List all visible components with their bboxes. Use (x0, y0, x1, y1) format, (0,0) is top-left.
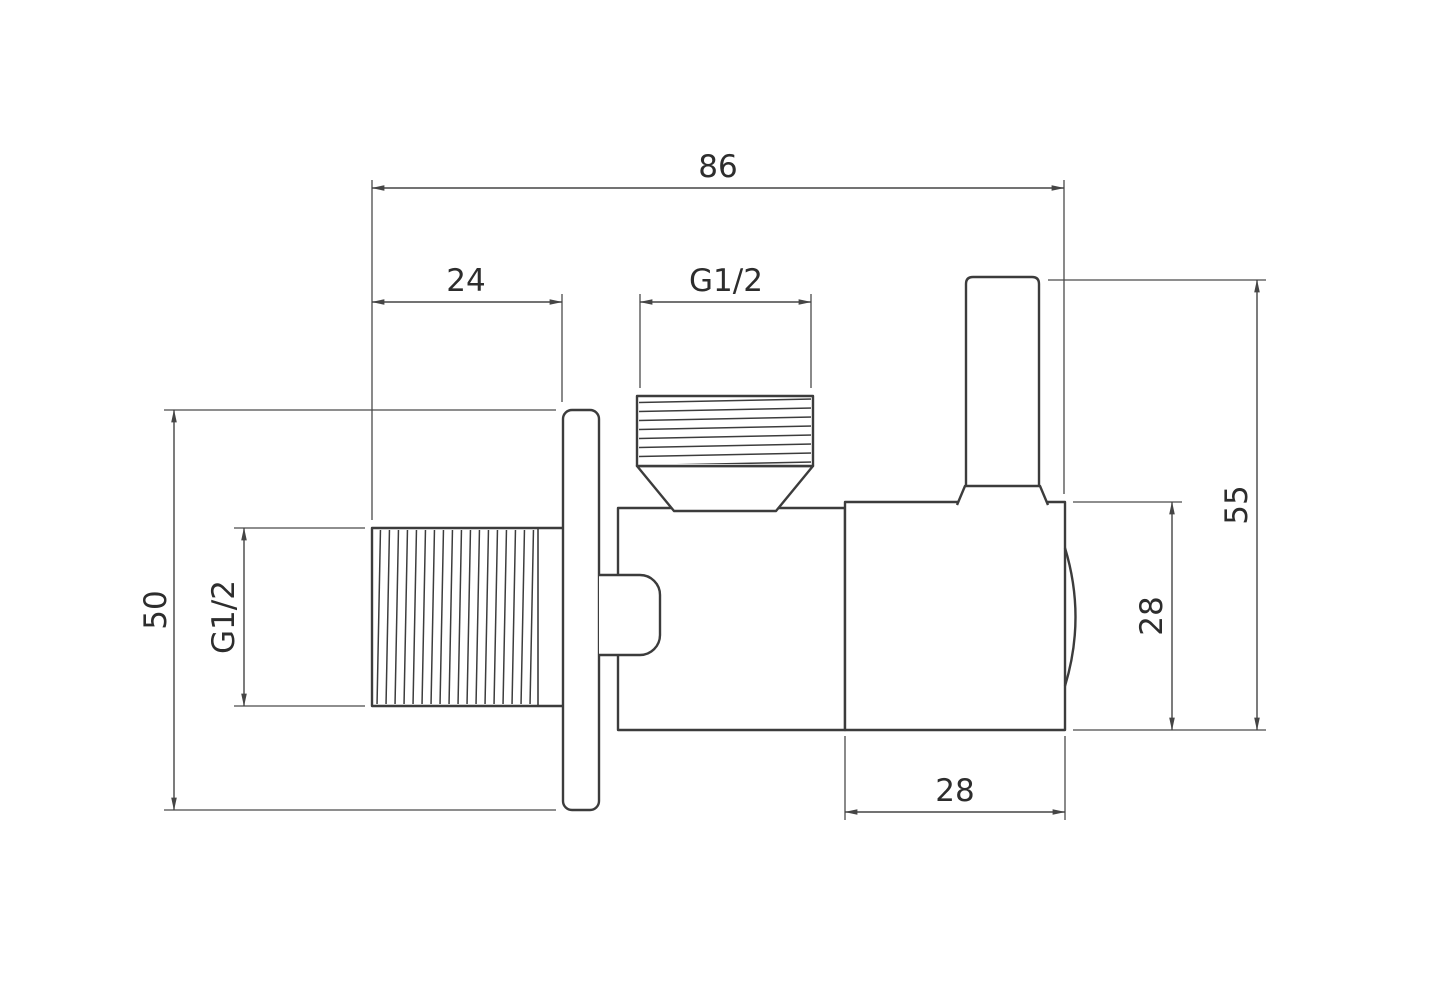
dim-value-body-width: 28 (935, 773, 974, 809)
dim-overall-width: 86 (371, 149, 1065, 520)
dim-value-overall-width: 86 (698, 149, 737, 185)
dim-value-body-height: 28 (1134, 596, 1170, 635)
dimension-annotations: 86 24 G1/2 50 (138, 149, 1266, 820)
dim-value-outlet-thread: G1/2 (689, 263, 763, 299)
dim-value-inlet-protrusion: 24 (446, 263, 485, 299)
outlet-cone (635, 464, 815, 513)
dim-value-flange-height: 50 (138, 590, 174, 629)
valve-housing (843, 500, 1067, 732)
outlet-stub-threads (639, 398, 811, 464)
valve-geometry (370, 275, 1077, 812)
dim-flange-height: 50 (138, 409, 556, 811)
flange-hub (599, 573, 662, 657)
inlet-pipe-threads (374, 530, 538, 704)
dim-inlet-thread: G1/2 (206, 527, 365, 707)
dim-body-height: 28 (1073, 501, 1182, 731)
wall-flange (561, 408, 601, 812)
handle-stem (964, 275, 1041, 490)
dim-overall-height: 55 (1048, 279, 1266, 731)
dim-value-inlet-thread: G1/2 (206, 580, 242, 654)
outlet-cap-arc (1063, 547, 1077, 687)
dim-outlet-thread: G1/2 (639, 263, 812, 388)
dim-inlet-protrusion: 24 (371, 263, 563, 402)
dim-value-overall-height: 55 (1219, 485, 1255, 524)
bonnet-collar (955, 484, 1050, 506)
dim-body-width: 28 (844, 736, 1066, 820)
